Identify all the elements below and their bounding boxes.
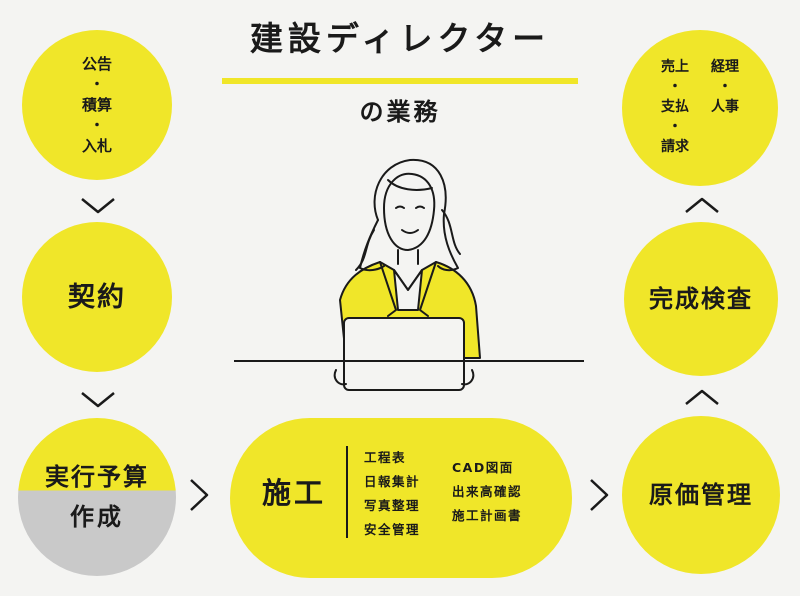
seko-task: 安全管理 xyxy=(364,522,421,537)
page-subtitle: の業務 xyxy=(359,98,441,126)
node-uriage: 売上 ・ 支払 ・ 請求 経理 ・ 人事 xyxy=(622,30,778,186)
node-seko xyxy=(230,418,572,578)
node-kokoku-line: 公告 xyxy=(81,54,112,73)
chevron-right-icon xyxy=(190,479,209,511)
node-keiyaku: 契約 xyxy=(22,222,172,372)
chevron-right-icon xyxy=(590,479,609,511)
seko-task: CAD図面 xyxy=(452,460,514,475)
seko-task: 施工計画書 xyxy=(452,508,523,523)
node-seko-label: 施工 xyxy=(262,476,327,510)
seko-task: 工程表 xyxy=(364,450,407,465)
node-jikko-line1: 実行予算 xyxy=(45,463,149,491)
seko-task: 写真整理 xyxy=(364,498,421,513)
chevron-up-icon xyxy=(685,197,719,213)
node-genka-kanri: 原価管理 xyxy=(622,416,780,574)
seko-task: 日報集計 xyxy=(364,474,421,489)
node-uriage-line: 支払 xyxy=(661,99,689,115)
chevron-up-icon xyxy=(685,389,719,405)
node-kansei-kensa: 完成検査 xyxy=(624,222,778,376)
node-kokoku-line: ・ xyxy=(90,117,104,134)
node-uriage-line: ・ xyxy=(668,119,682,135)
node-uriage-col-left: 売上 ・ 支払 ・ 請求 xyxy=(661,60,689,154)
node-uriage-line: 人事 xyxy=(711,99,739,115)
node-jikko-yosan: 実行予算 作成 xyxy=(18,418,176,576)
node-keiyaku-label: 契約 xyxy=(68,281,126,313)
title-underline xyxy=(222,78,578,84)
woman-laptop-illustration xyxy=(234,158,584,391)
seko-task-list-left: 工程表 日報集計 写真整理 安全管理 xyxy=(364,446,420,542)
node-uriage-col-right: 経理 ・ 人事 xyxy=(711,60,739,114)
node-kokoku: 公告 ・ 積算 ・ 入札 xyxy=(22,30,172,180)
node-kokoku-line: 入札 xyxy=(81,136,112,155)
node-uriage-line: ・ xyxy=(668,79,682,95)
divider xyxy=(346,446,348,538)
node-uriage-line: ・ xyxy=(718,79,732,95)
node-jikko-line2: 作成 xyxy=(70,503,124,531)
node-uriage-line: 経理 xyxy=(711,59,739,75)
seko-task: 出来高確認 xyxy=(452,484,523,499)
seko-task-list-right: CAD図面 出来高確認 施工計画書 xyxy=(452,456,522,528)
node-kokoku-line: ・ xyxy=(90,76,104,93)
node-kansei-label: 完成検査 xyxy=(649,285,753,313)
page-title: 建設ディレクター xyxy=(249,19,551,58)
node-genka-label: 原価管理 xyxy=(649,481,753,509)
node-uriage-line: 売上 xyxy=(661,59,689,75)
node-uriage-line: 請求 xyxy=(661,139,689,155)
chevron-down-icon xyxy=(81,198,115,214)
chevron-down-icon xyxy=(81,392,115,408)
node-kokoku-line: 積算 xyxy=(81,95,112,114)
